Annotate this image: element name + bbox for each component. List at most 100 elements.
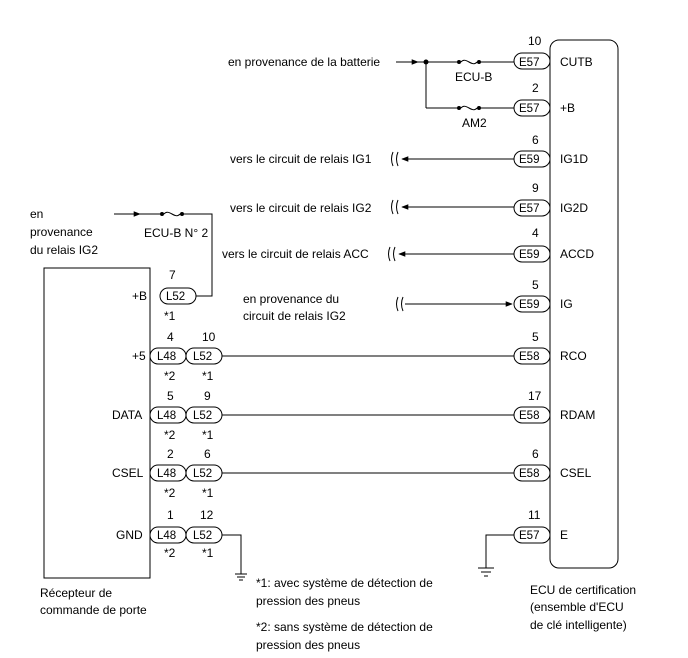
svg-text:5: 5 — [532, 278, 539, 292]
ecu-terminal-rco: 5 E58 RCO — [513, 330, 587, 365]
svg-text:6: 6 — [532, 133, 539, 147]
ecu-terminal-b: 2 E57 +B — [513, 81, 575, 117]
wire-break-ig1 — [391, 151, 399, 167]
svg-text:*2: *2 — [164, 369, 176, 383]
label-from-ig2-relay-2: provenance — [30, 225, 93, 239]
fuse-ecu-b-no2 — [160, 211, 184, 217]
fuse-ecu-b — [457, 59, 481, 65]
wire-fuse-to-b — [184, 213, 213, 297]
label-battery: en provenance de la batterie — [228, 55, 380, 69]
svg-text:RCO: RCO — [560, 349, 587, 363]
svg-text:5: 5 — [167, 389, 174, 403]
svg-text:7: 7 — [169, 268, 176, 282]
wire-break-ig — [396, 296, 404, 312]
svg-text:L52: L52 — [193, 351, 212, 363]
ecu-terminal-rdam: 17 E58 RDAM — [513, 389, 595, 424]
label-fuse-ecu-b-no2: ECU-B N° 2 — [144, 226, 208, 240]
svg-text:RDAM: RDAM — [560, 408, 595, 422]
receiver-terminal-gnd: GND 1 12 L48 L52 *2 *1 — [116, 508, 223, 560]
ecu-name-line-3: de clé intelligente) — [530, 618, 627, 632]
receiver-name-line-1: Récepteur de — [40, 586, 112, 600]
label-fuse-am2: AM2 — [462, 116, 487, 130]
wire-gnd-receiver — [222, 534, 242, 574]
svg-text:E58: E58 — [519, 410, 539, 422]
receiver-terminal-csel: CSEL 2 6 L48 L52 *2 *1 — [112, 447, 223, 500]
svg-text:E57: E57 — [519, 530, 539, 542]
svg-text:2: 2 — [167, 447, 174, 461]
svg-text:IG1D: IG1D — [560, 152, 588, 166]
svg-text:L52: L52 — [193, 530, 212, 542]
label-to-ig2: vers le circuit de relais IG2 — [230, 201, 372, 215]
svg-text:E59: E59 — [519, 249, 539, 261]
svg-text:*1: *1 — [202, 546, 214, 560]
svg-text:L48: L48 — [157, 530, 176, 542]
svg-text:1: 1 — [167, 508, 174, 522]
svg-text:L52: L52 — [193, 468, 212, 480]
svg-text:ACCD: ACCD — [560, 247, 594, 261]
svg-text:*1: *1 — [164, 309, 176, 323]
svg-text:11: 11 — [528, 508, 541, 522]
wire-break-acc — [388, 246, 396, 262]
ground-symbol-ecu — [478, 567, 494, 577]
ecu-name-line-2: (ensemble d'ECU — [530, 600, 624, 614]
svg-text:*2: *2 — [164, 546, 176, 560]
svg-text:9: 9 — [204, 389, 211, 403]
label-from-ig2-circuit-2: circuit de relais IG2 — [243, 309, 346, 323]
label-from-ig2-relay-1: en — [30, 207, 43, 221]
svg-text:+B: +B — [132, 289, 147, 303]
label-fuse-ecu-b: ECU-B — [455, 70, 492, 84]
svg-text:L48: L48 — [157, 410, 176, 422]
ecu-terminal-ig1d: 6 E59 IG1D — [513, 133, 588, 168]
note-1-line-1: *1: avec système de détection de — [256, 576, 433, 590]
svg-text:L48: L48 — [157, 468, 176, 480]
svg-text:L48: L48 — [157, 351, 176, 363]
note-2-line-1: *2: sans système de détection de — [256, 620, 433, 634]
ecu-terminal-cutb: 10 E57 CUTB — [513, 34, 593, 70]
svg-text:4: 4 — [532, 226, 539, 240]
svg-text:10: 10 — [202, 330, 216, 344]
svg-text:L52: L52 — [193, 410, 212, 422]
svg-text:L52: L52 — [166, 291, 185, 303]
svg-text:6: 6 — [204, 447, 211, 461]
ecu-name-line-1: ECU de certification — [530, 583, 636, 597]
ecu-terminal-ig: 5 E59 IG — [513, 278, 573, 313]
svg-text:*1: *1 — [202, 369, 214, 383]
svg-text:GND: GND — [116, 528, 143, 542]
svg-text:E57: E57 — [519, 103, 539, 115]
svg-text:E57: E57 — [519, 57, 539, 69]
svg-text:6: 6 — [532, 447, 539, 461]
receiver-name-line-2: commande de porte — [40, 603, 147, 617]
wire-gnd-ecu — [485, 534, 514, 568]
ground-symbol-receiver — [235, 573, 247, 581]
receiver-terminal-data: DATA 5 9 L48 L52 *2 *1 — [112, 389, 223, 442]
svg-text:E58: E58 — [519, 351, 539, 363]
svg-text:E59: E59 — [519, 154, 539, 166]
svg-text:5: 5 — [532, 330, 539, 344]
svg-text:CUTB: CUTB — [560, 55, 593, 69]
note-1-line-2: pression des pneus — [256, 594, 360, 608]
svg-text:12: 12 — [200, 508, 214, 522]
label-from-ig2-relay-3: du relais IG2 — [30, 243, 98, 257]
svg-text:4: 4 — [167, 330, 174, 344]
note-2-line-2: pression des pneus — [256, 638, 360, 652]
wire-break-ig2 — [391, 199, 399, 215]
ecu-terminal-accd: 4 E59 ACCD — [513, 226, 594, 263]
svg-text:CSEL: CSEL — [560, 466, 592, 480]
label-to-acc: vers le circuit de relais ACC — [222, 247, 369, 261]
receiver-terminal-b: +B 7 L52 *1 — [132, 268, 197, 323]
svg-text:E57: E57 — [519, 203, 539, 215]
svg-text:+B: +B — [560, 101, 575, 115]
svg-text:+5: +5 — [132, 349, 146, 363]
svg-text:17: 17 — [528, 389, 542, 403]
receiver-terminal-5v: +5 4 10 L48 L52 *2 *1 — [132, 330, 223, 383]
svg-text:*1: *1 — [202, 486, 214, 500]
svg-text:CSEL: CSEL — [112, 466, 144, 480]
svg-text:E58: E58 — [519, 468, 539, 480]
svg-text:E: E — [560, 528, 568, 542]
fuse-am2 — [457, 105, 481, 111]
svg-text:9: 9 — [532, 181, 539, 195]
svg-text:*1: *1 — [202, 428, 214, 442]
ecu-terminal-e: 11 E57 E — [513, 508, 568, 544]
